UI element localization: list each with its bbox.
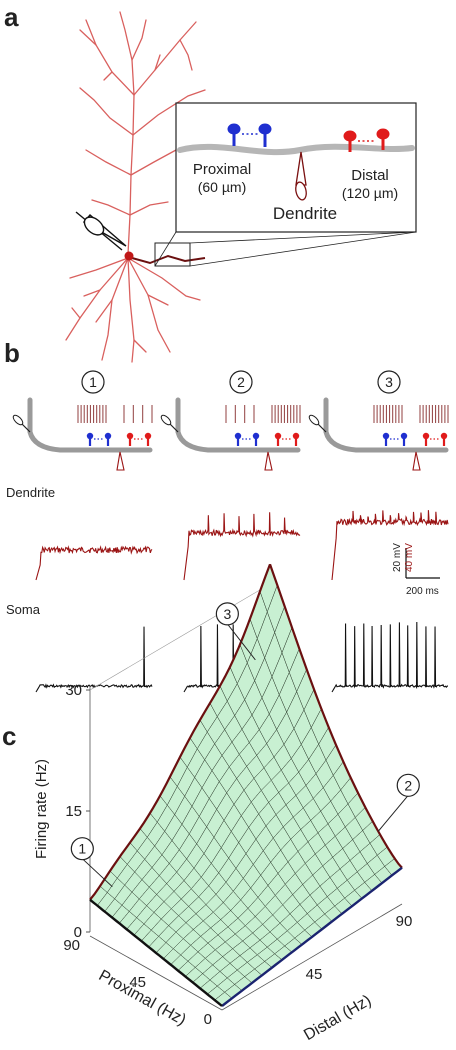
distal-label: Distal (351, 167, 389, 184)
patch-pipette-icon (75, 211, 127, 251)
schematic-synapse-head-icon (126, 432, 134, 440)
scale-voltage-black: 20 mV (392, 543, 403, 572)
recorded-dendrite (131, 254, 206, 265)
schematic-pipette-tip-icon (308, 414, 320, 426)
schematic-synapse-head-icon (234, 432, 242, 440)
proximal-distance: (60 µm) (198, 179, 247, 195)
inset-pipette-icon (295, 151, 307, 201)
y-tick-label: 0 (204, 1011, 212, 1028)
distal-synapse-icon (343, 128, 390, 152)
condition-number: 3 (385, 374, 393, 390)
schematic-synapse-head-icon (382, 432, 390, 440)
condition-number: 1 (89, 374, 97, 390)
schematic-synapse-head-icon (400, 432, 408, 440)
scale-bar: 20 mV 40 mV 200 ms (392, 543, 440, 597)
inset-dendrite-shaft (177, 143, 415, 156)
row-label-dendrite: Dendrite (6, 485, 55, 500)
x-tick-label: 90 (396, 913, 413, 930)
schematic-synapse-head-icon (292, 432, 300, 440)
schematic-pipette-tip-icon (12, 414, 24, 426)
marker-badge-2 (396, 773, 420, 797)
condition-number: 2 (237, 374, 245, 390)
marker-badge-1 (70, 837, 94, 861)
proximal-synapse-icon (227, 123, 272, 147)
schematic-synapse-head-icon (440, 432, 448, 440)
proximal-label: Proximal (193, 161, 251, 178)
edge-distal-max (268, 563, 403, 869)
condition-number-badge (229, 370, 253, 394)
edge-proximal-zero (221, 866, 403, 1007)
marker-label-2: 2 (404, 777, 412, 793)
dendrite-trace-2 (183, 512, 301, 581)
panel-letter-a: a (4, 2, 19, 32)
schematic-dendrite-pipette-icon (116, 451, 125, 471)
marker-label-3: 3 (223, 606, 231, 622)
dendrite-trace-1 (35, 545, 153, 581)
inset-source-box (154, 242, 191, 267)
marker-badge-3 (215, 602, 239, 626)
marker-callout-1 (81, 858, 113, 888)
schematic-synapse-head-icon (104, 432, 112, 440)
dendrite-inset (175, 102, 417, 233)
z-tick-label: 0 (74, 924, 82, 941)
stimulation-conditions: 1 2 3 (12, 370, 449, 471)
condition-number-badge (81, 370, 105, 394)
scale-time: 200 ms (406, 586, 439, 597)
schematic-synapse-head-icon (422, 432, 430, 440)
neuron-reconstruction (65, 11, 206, 363)
y-axis (89, 935, 223, 1011)
schematic-neuron (175, 397, 301, 453)
schematic-synapse-head-icon (144, 432, 152, 440)
z-axis-label: Firing rate (Hz) (33, 759, 50, 859)
x-axis-label: Distal (Hz) (301, 992, 374, 1044)
schematic-neuron (27, 397, 153, 453)
marker-callout-2 (377, 795, 409, 832)
schematic-dendrite-pipette-icon (412, 451, 421, 471)
back-wall-edge (89, 583, 271, 691)
z-tick-label: 15 (65, 803, 82, 820)
row-label-soma: Soma (6, 602, 41, 617)
soma-trace-3 (331, 622, 449, 693)
marker-callout-3 (226, 623, 256, 661)
y-tick-label: 90 (63, 937, 80, 954)
soma-trace-1 (35, 626, 153, 693)
schematic-synapse-head-icon (274, 432, 282, 440)
y-tick-label: 45 (129, 974, 146, 991)
schematic-neuron (323, 397, 449, 453)
scale-voltage-red: 40 mV (404, 543, 415, 572)
condition-1: 1 (12, 370, 153, 471)
schematic-pipette-tip-icon (160, 414, 172, 426)
condition-2: 2 (160, 370, 301, 471)
panel-letter-b: b (4, 338, 20, 368)
marker-label-1: 1 (78, 841, 86, 857)
dendrite-inset-label: Dendrite (273, 204, 337, 223)
x-tick-label: 45 (306, 966, 323, 983)
dendrite-trace-3 (331, 510, 449, 581)
schematic-dendrite-pipette-icon (264, 451, 273, 471)
edge-distal-zero (89, 898, 223, 1007)
soma-marker (124, 251, 134, 261)
schematic-synapse-head-icon (86, 432, 94, 440)
schematic-synapse-head-icon (252, 432, 260, 440)
condition-3: 3 (308, 370, 449, 471)
edge-proximal-max (89, 563, 272, 901)
z-tick-label: 30 (65, 682, 82, 699)
distal-distance: (120 µm) (342, 185, 398, 201)
x-axis (221, 903, 403, 1011)
panel-letter-c: c (2, 721, 16, 751)
condition-number-badge (377, 370, 401, 394)
